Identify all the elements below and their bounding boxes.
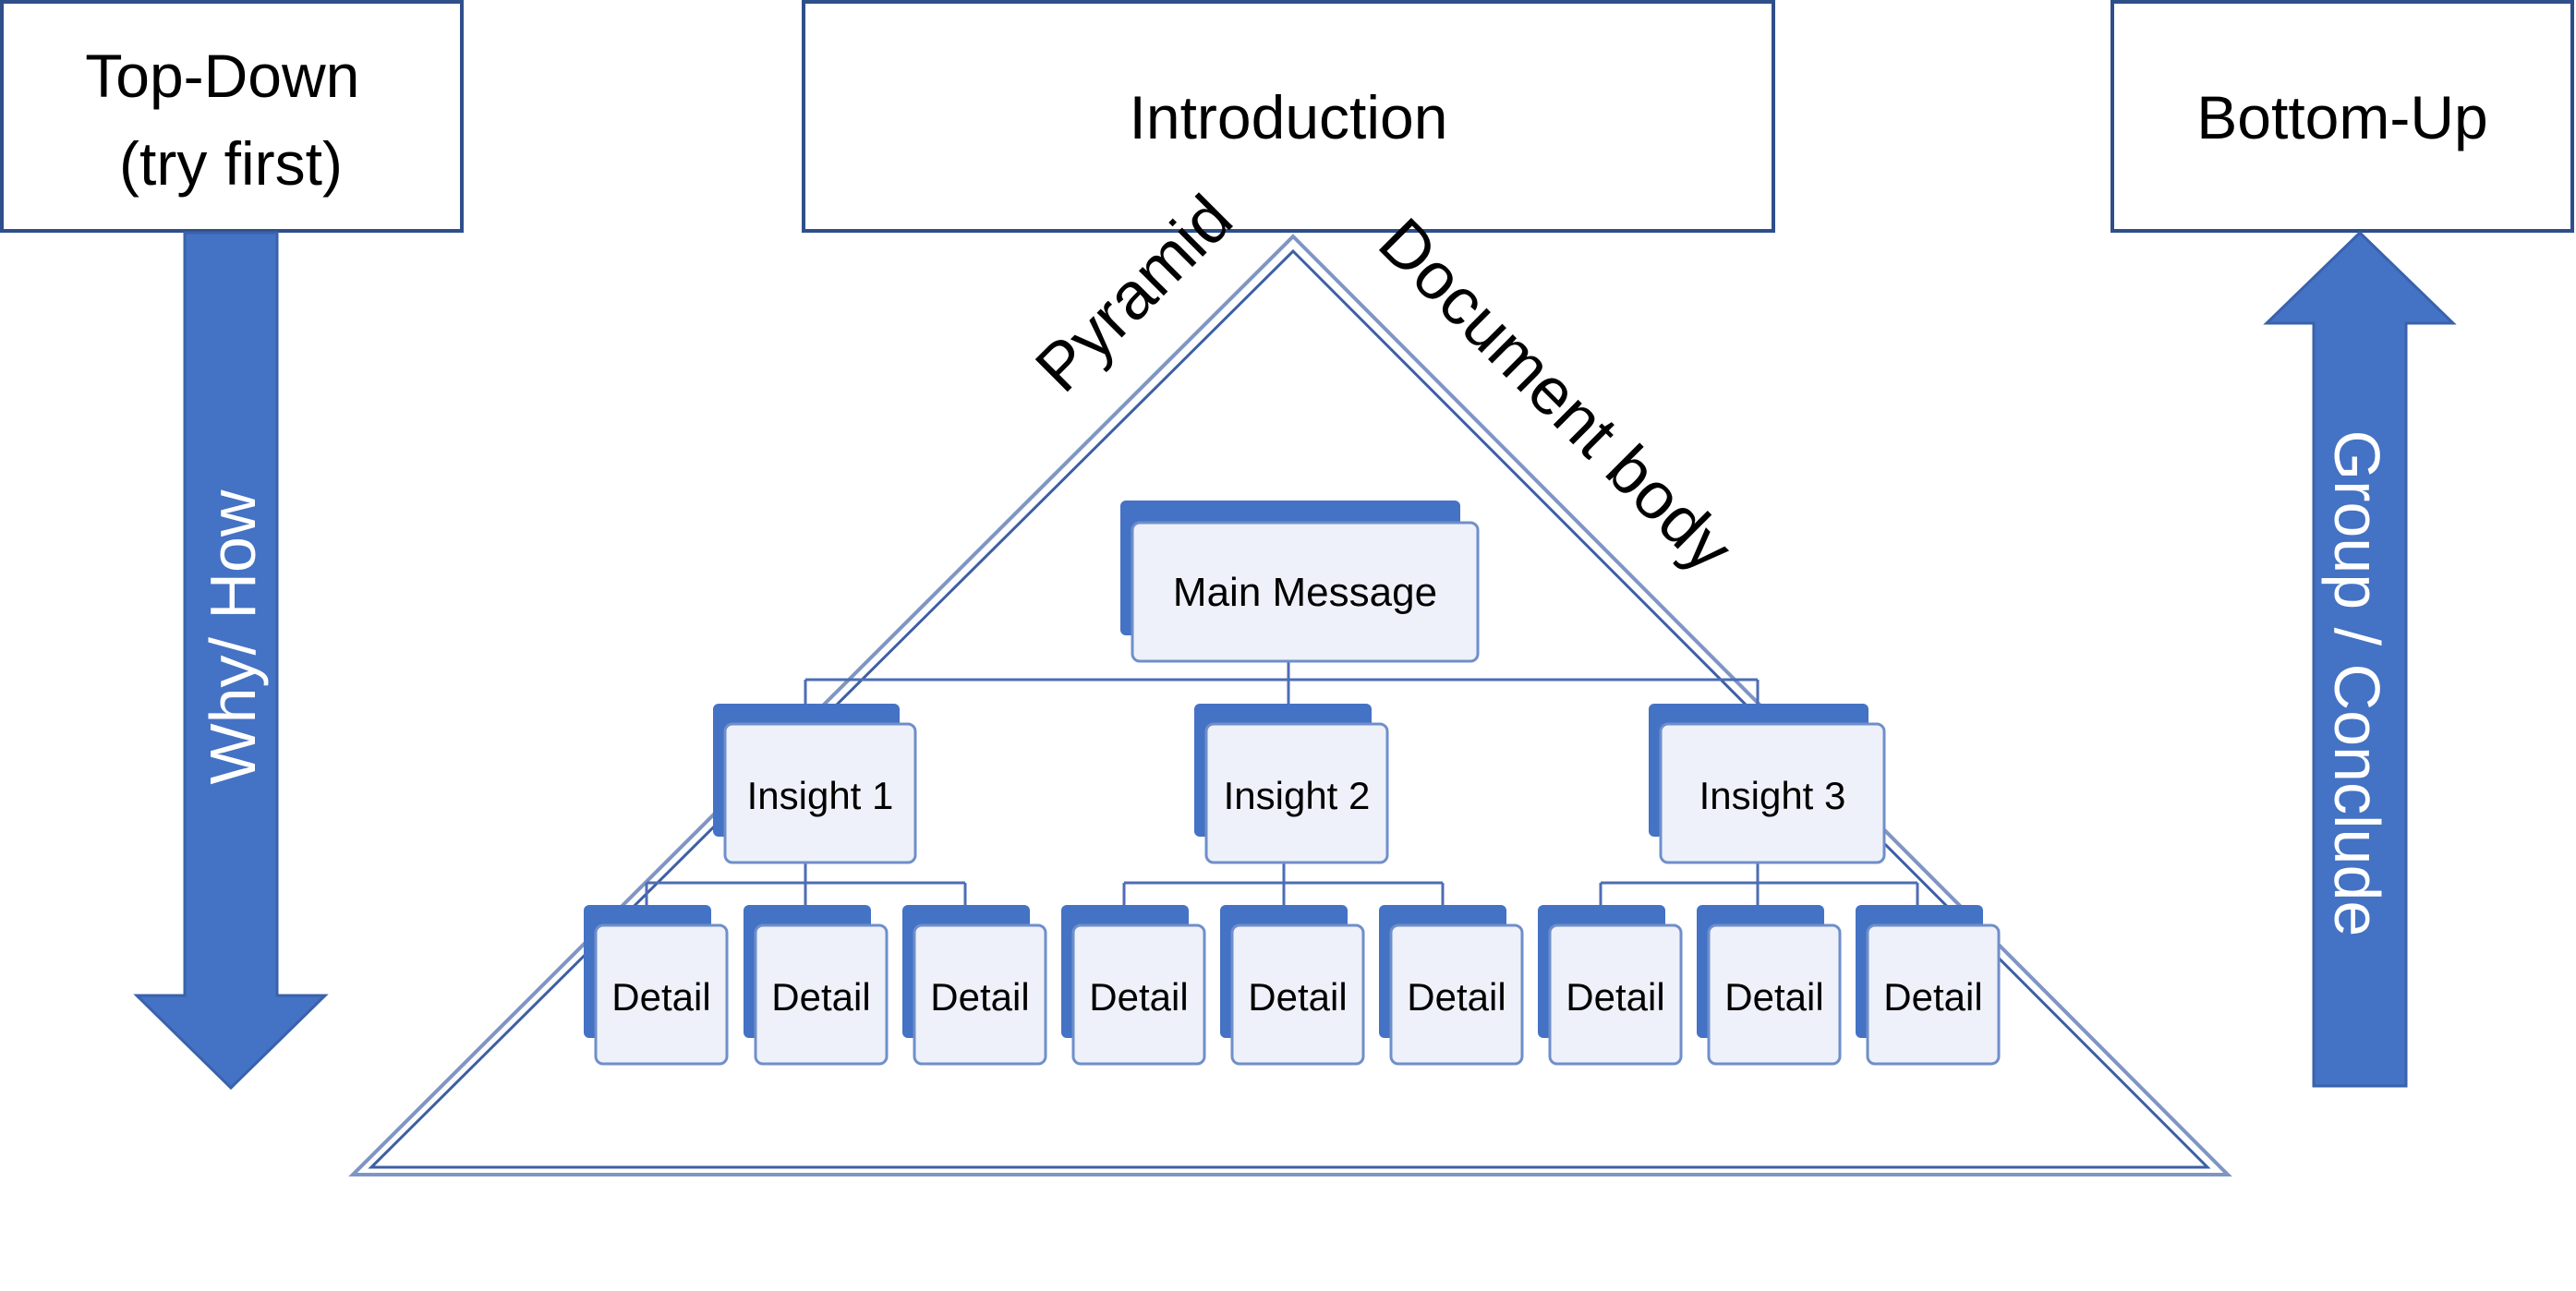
detail-node: Detail bbox=[744, 905, 889, 1066]
detail-label: Detail bbox=[1566, 975, 1664, 1019]
top-down-label-line1: Top-Down bbox=[85, 42, 359, 110]
detail-label: Detail bbox=[930, 975, 1029, 1019]
detail-label: Detail bbox=[1407, 975, 1506, 1019]
insight-node: Insight 1 bbox=[713, 704, 917, 864]
detail-node: Detail bbox=[584, 905, 729, 1066]
main-message-label: Main Message bbox=[1173, 570, 1437, 615]
detail-label: Detail bbox=[1724, 975, 1823, 1019]
introduction-box: Introduction bbox=[802, 0, 1775, 233]
bottom-up-box: Bottom-Up bbox=[2110, 0, 2574, 233]
group-conclude-arrow: Group / Conclude bbox=[2263, 230, 2457, 1088]
detail-node: Detail bbox=[1856, 905, 2001, 1066]
detail-node: Detail bbox=[1379, 905, 1524, 1066]
detail-label: Detail bbox=[1883, 975, 1982, 1019]
main-message-node: Main Message bbox=[1120, 501, 1480, 663]
top-down-box: Top-Down (try first) bbox=[0, 0, 464, 233]
detail-node: Detail bbox=[1538, 905, 1683, 1066]
insight-node: Insight 2 bbox=[1194, 704, 1389, 864]
detail-node: Detail bbox=[1061, 905, 1206, 1066]
down-arrow-icon bbox=[133, 231, 329, 1091]
detail-label: Detail bbox=[1089, 975, 1188, 1019]
svg-text:Top-Down (try first): Top-Down (try first) bbox=[85, 42, 376, 198]
insight-label: Insight 3 bbox=[1699, 774, 1846, 817]
why-how-arrow: Why/ How bbox=[133, 231, 329, 1091]
bottom-up-label: Bottom-Up bbox=[2196, 83, 2487, 151]
insight-label: Insight 2 bbox=[1224, 774, 1371, 817]
detail-node: Detail bbox=[902, 905, 1047, 1066]
top-down-label-line2: (try first) bbox=[119, 129, 343, 198]
why-how-label: Why/ How bbox=[197, 489, 269, 784]
introduction-label: Introduction bbox=[1130, 83, 1448, 151]
detail-node: Detail bbox=[1220, 905, 1365, 1066]
detail-label: Detail bbox=[771, 975, 870, 1019]
group-conclude-label: Group / Conclude bbox=[2321, 430, 2393, 937]
detail-label: Detail bbox=[1248, 975, 1347, 1019]
detail-label: Detail bbox=[611, 975, 710, 1019]
detail-node: Detail bbox=[1697, 905, 1842, 1066]
up-arrow-icon bbox=[2263, 230, 2457, 1088]
insight-node: Insight 3 bbox=[1649, 704, 1886, 864]
insight-label: Insight 1 bbox=[747, 774, 894, 817]
connectors bbox=[645, 661, 1919, 925]
